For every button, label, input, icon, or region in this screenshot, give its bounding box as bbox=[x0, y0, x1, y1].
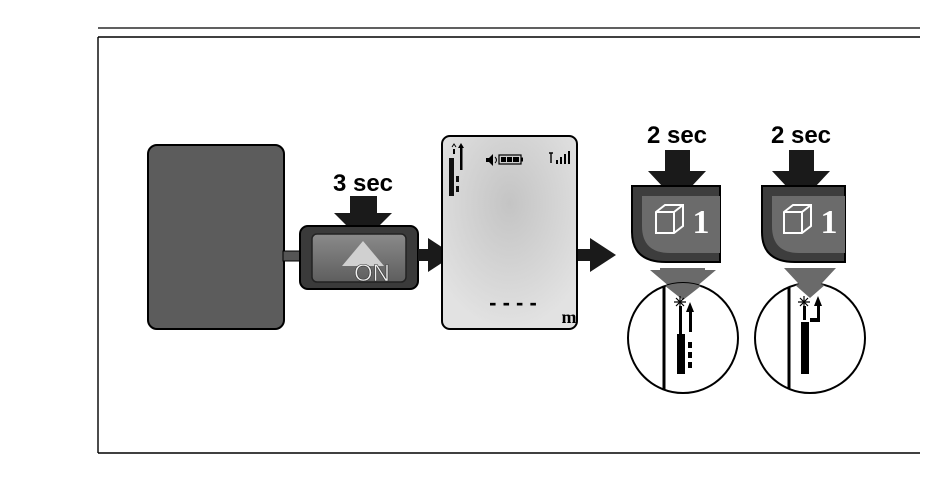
zoom-circle-b bbox=[755, 283, 865, 393]
mode-b-duration-label: 2 sec bbox=[771, 122, 831, 149]
mode-b-range-bar bbox=[801, 322, 809, 374]
mode-step-b: 2 sec 1 bbox=[755, 122, 865, 400]
display-dashes: - - - - bbox=[489, 290, 537, 315]
mode-step-a: 2 sec 1 bbox=[628, 122, 738, 400]
on-key-label: ON bbox=[354, 260, 390, 287]
mode-a-duration-label: 2 sec bbox=[647, 122, 707, 149]
mode-a-range-bar bbox=[677, 334, 685, 374]
flow-arrow-2 bbox=[578, 238, 616, 272]
on-button-step: 3 sec ON bbox=[300, 170, 418, 289]
flow-arrow-2-stem bbox=[578, 249, 592, 261]
mode-b-key-symbol: 1 bbox=[821, 204, 838, 241]
device-body bbox=[148, 145, 284, 329]
flow-arrow-icon bbox=[590, 238, 616, 272]
measure-tick-1 bbox=[456, 176, 459, 182]
display-unit: m bbox=[562, 307, 577, 327]
measure-tick-2 bbox=[456, 186, 459, 192]
measure-bar-icon bbox=[449, 158, 454, 196]
mode-a-key-symbol: 1 bbox=[693, 204, 710, 241]
display-screen: - - - - m bbox=[442, 136, 577, 329]
on-duration-label: 3 sec bbox=[333, 170, 393, 197]
